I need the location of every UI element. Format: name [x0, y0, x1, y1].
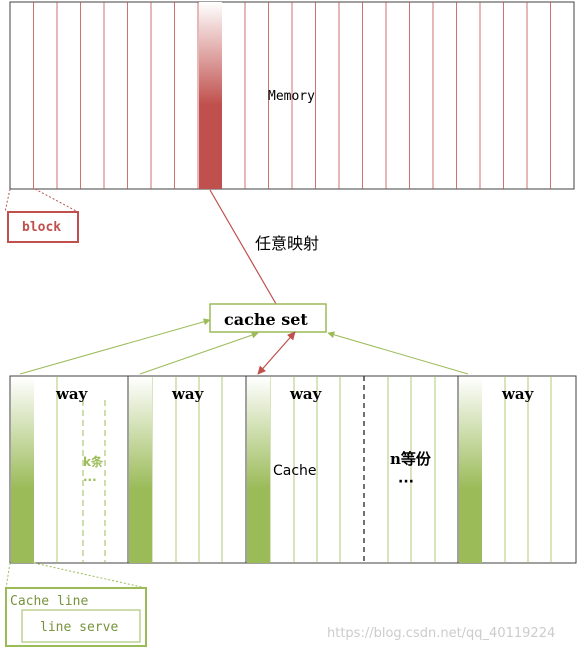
- way1-to-set-arrow: [19, 318, 211, 375]
- cache-set-box: [209, 303, 327, 333]
- way4-first-line: [459, 377, 482, 563]
- way1-first-line: [11, 377, 34, 563]
- cache-line-callout: Cache line line serve: [5, 562, 147, 647]
- way3-label: way: [289, 385, 323, 403]
- watermark: https://blog.csdn.net/qq_40119224: [327, 626, 555, 641]
- line-serve-label: line serve: [40, 620, 118, 635]
- memory-label: Memory: [268, 89, 315, 104]
- way3-first-line: [247, 377, 270, 563]
- k-lines-label: k条: [83, 454, 104, 469]
- mapping-label: 任意映射: [255, 234, 319, 253]
- n-parts-dots: ···: [398, 474, 414, 490]
- way3-set-red-arrow: [257, 331, 296, 375]
- n-parts-label: n等份: [390, 450, 432, 468]
- way2-to-set-arrow: [139, 331, 259, 375]
- way4-label: way: [501, 385, 535, 403]
- way2-label: way: [171, 385, 205, 403]
- cache-line-label: Cache line: [10, 594, 88, 609]
- way1-label: way: [55, 385, 89, 403]
- k-lines-dots: ···: [83, 473, 97, 487]
- cache-label: Cache: [273, 463, 317, 479]
- block-callout-line-right: [34, 188, 79, 213]
- way2-first-line: [129, 377, 152, 563]
- block-callout-line-left: [4, 188, 11, 213]
- block-label-box: [7, 211, 79, 243]
- way4-to-set-arrow: [327, 331, 469, 375]
- memory-highlighted-block: [199, 2, 222, 189]
- memory-area: Memory: [9, 1, 575, 190]
- cache-area: way way way way k条 ··· Cache n等份 ···: [9, 375, 577, 564]
- cache-set-label: cache set: [224, 310, 308, 329]
- block-label: block: [22, 220, 61, 235]
- cache-line-callout-right: [33, 562, 147, 589]
- line-serve-box: [21, 609, 141, 643]
- block-callout: block: [4, 188, 79, 243]
- cache-line-callout-left: [5, 562, 11, 589]
